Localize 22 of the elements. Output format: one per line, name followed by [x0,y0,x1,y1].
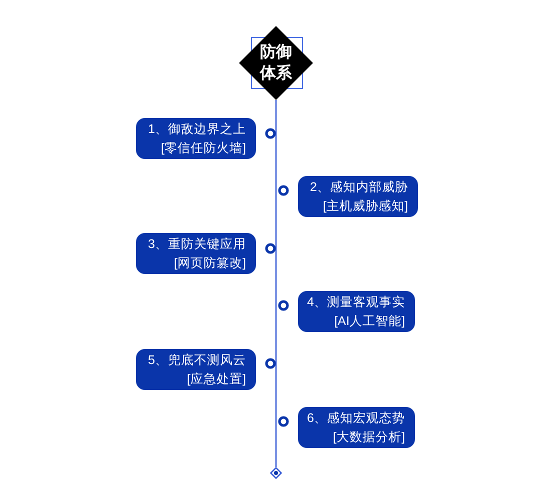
step-subtitle: [主机威胁感知] [323,198,408,215]
step-title: 2、感知内部威胁 [310,178,408,196]
step-card [298,407,415,448]
step-card [136,233,256,274]
step-title: 5、兜底不测风云 [148,352,246,368]
step-title: 4、测量客观事实 [307,294,405,310]
step-title: 3、重防关键应用 [148,236,246,252]
step-subtitle: [AI人工智能] [334,312,405,330]
step-title: 6、感知宏观态势 [307,410,405,426]
step-card [298,291,415,332]
diamond-label: 防御体系 [259,42,293,84]
end-diamond [270,467,282,479]
timeline-line [275,100,277,467]
step-subtitle: [网页防篡改] [174,254,246,272]
step-title: 1、御敌边界之上 [148,120,246,138]
step-subtitle: [零信任防火墙] [161,140,246,157]
step-card [136,118,256,159]
title-diamond [239,26,313,100]
step-card [136,349,256,390]
step-subtitle: [大数据分析] [333,428,405,446]
step-card [298,176,418,217]
step-subtitle: [应急处置] [187,370,246,388]
